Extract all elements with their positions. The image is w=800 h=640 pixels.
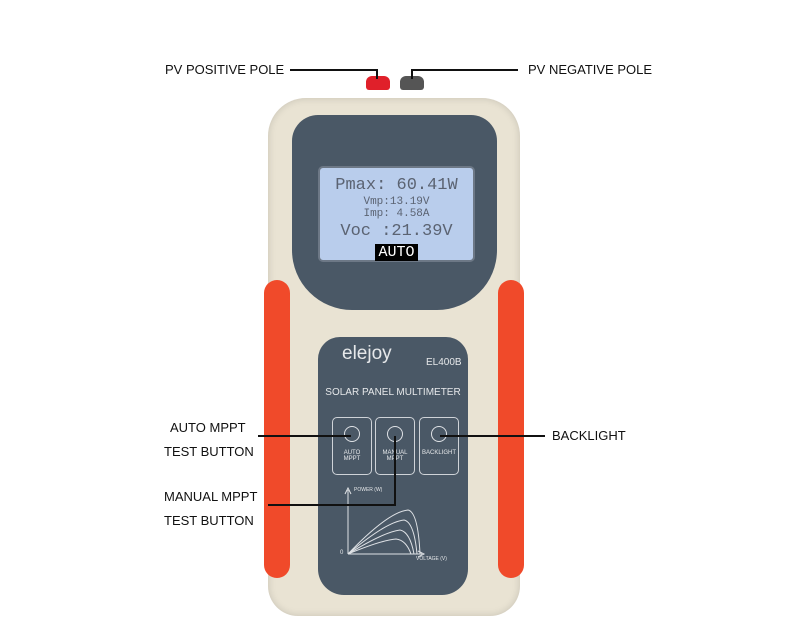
- leader-line: [411, 69, 518, 71]
- left-grip: [264, 280, 290, 578]
- callout-pv-negative: PV NEGATIVE POLE: [528, 62, 653, 77]
- graph-y-label: POWER (W): [354, 487, 383, 493]
- leader-line: [394, 436, 396, 506]
- graph-origin: 0: [340, 550, 344, 556]
- button-label: BACKLIGHT: [421, 450, 456, 456]
- pv-positive-terminal: [366, 76, 390, 90]
- callout-backlight: BACKLIGHT: [552, 428, 626, 443]
- voc-reading: Voc :21.39V: [340, 222, 453, 241]
- device-title: SOLAR PANEL MULTIMETER: [325, 387, 461, 398]
- vmp-reading: Vmp:13.19V: [363, 196, 430, 208]
- leader-line: [440, 435, 545, 437]
- leader-line: [411, 69, 413, 79]
- callout-manual-mppt-line2: TEST BUTTON: [164, 513, 254, 528]
- brand-logo: elejoy: [342, 343, 392, 364]
- leader-line: [376, 69, 378, 79]
- leader-line: [290, 69, 378, 71]
- leader-line: [258, 435, 351, 437]
- callout-pv-positive: PV POSITIVE POLE: [165, 62, 285, 77]
- backlight-button[interactable]: BACKLIGHT: [419, 417, 459, 475]
- callout-auto-mppt-line1: AUTO MPPT: [170, 420, 246, 435]
- model-number: EL400B: [426, 357, 462, 368]
- callout-auto-mppt-line2: TEST BUTTON: [164, 444, 254, 459]
- leader-line: [268, 504, 396, 506]
- graph-x-label: VOLTAGE (V): [416, 556, 447, 562]
- lcd-screen: Pmax: 60.41W Vmp:13.19V Imp: 4.58A Voc :…: [318, 166, 475, 262]
- pv-curve-graphic: [344, 486, 426, 558]
- button-circle-icon: [431, 426, 447, 442]
- imp-reading: Imp: 4.58A: [363, 208, 430, 220]
- pmax-reading: Pmax: 60.41W: [335, 176, 458, 195]
- button-circle-icon: [344, 426, 360, 442]
- callout-manual-mppt-line1: MANUAL MPPT: [164, 489, 258, 504]
- right-grip: [498, 280, 524, 578]
- mode-indicator: AUTO: [375, 244, 418, 261]
- control-panel: elejoy EL400B SOLAR PANEL MULTIMETER AUT…: [318, 337, 468, 595]
- button-label: AUTO: [343, 450, 361, 456]
- button-label: MPPT: [343, 456, 361, 462]
- pv-negative-terminal: [400, 76, 424, 90]
